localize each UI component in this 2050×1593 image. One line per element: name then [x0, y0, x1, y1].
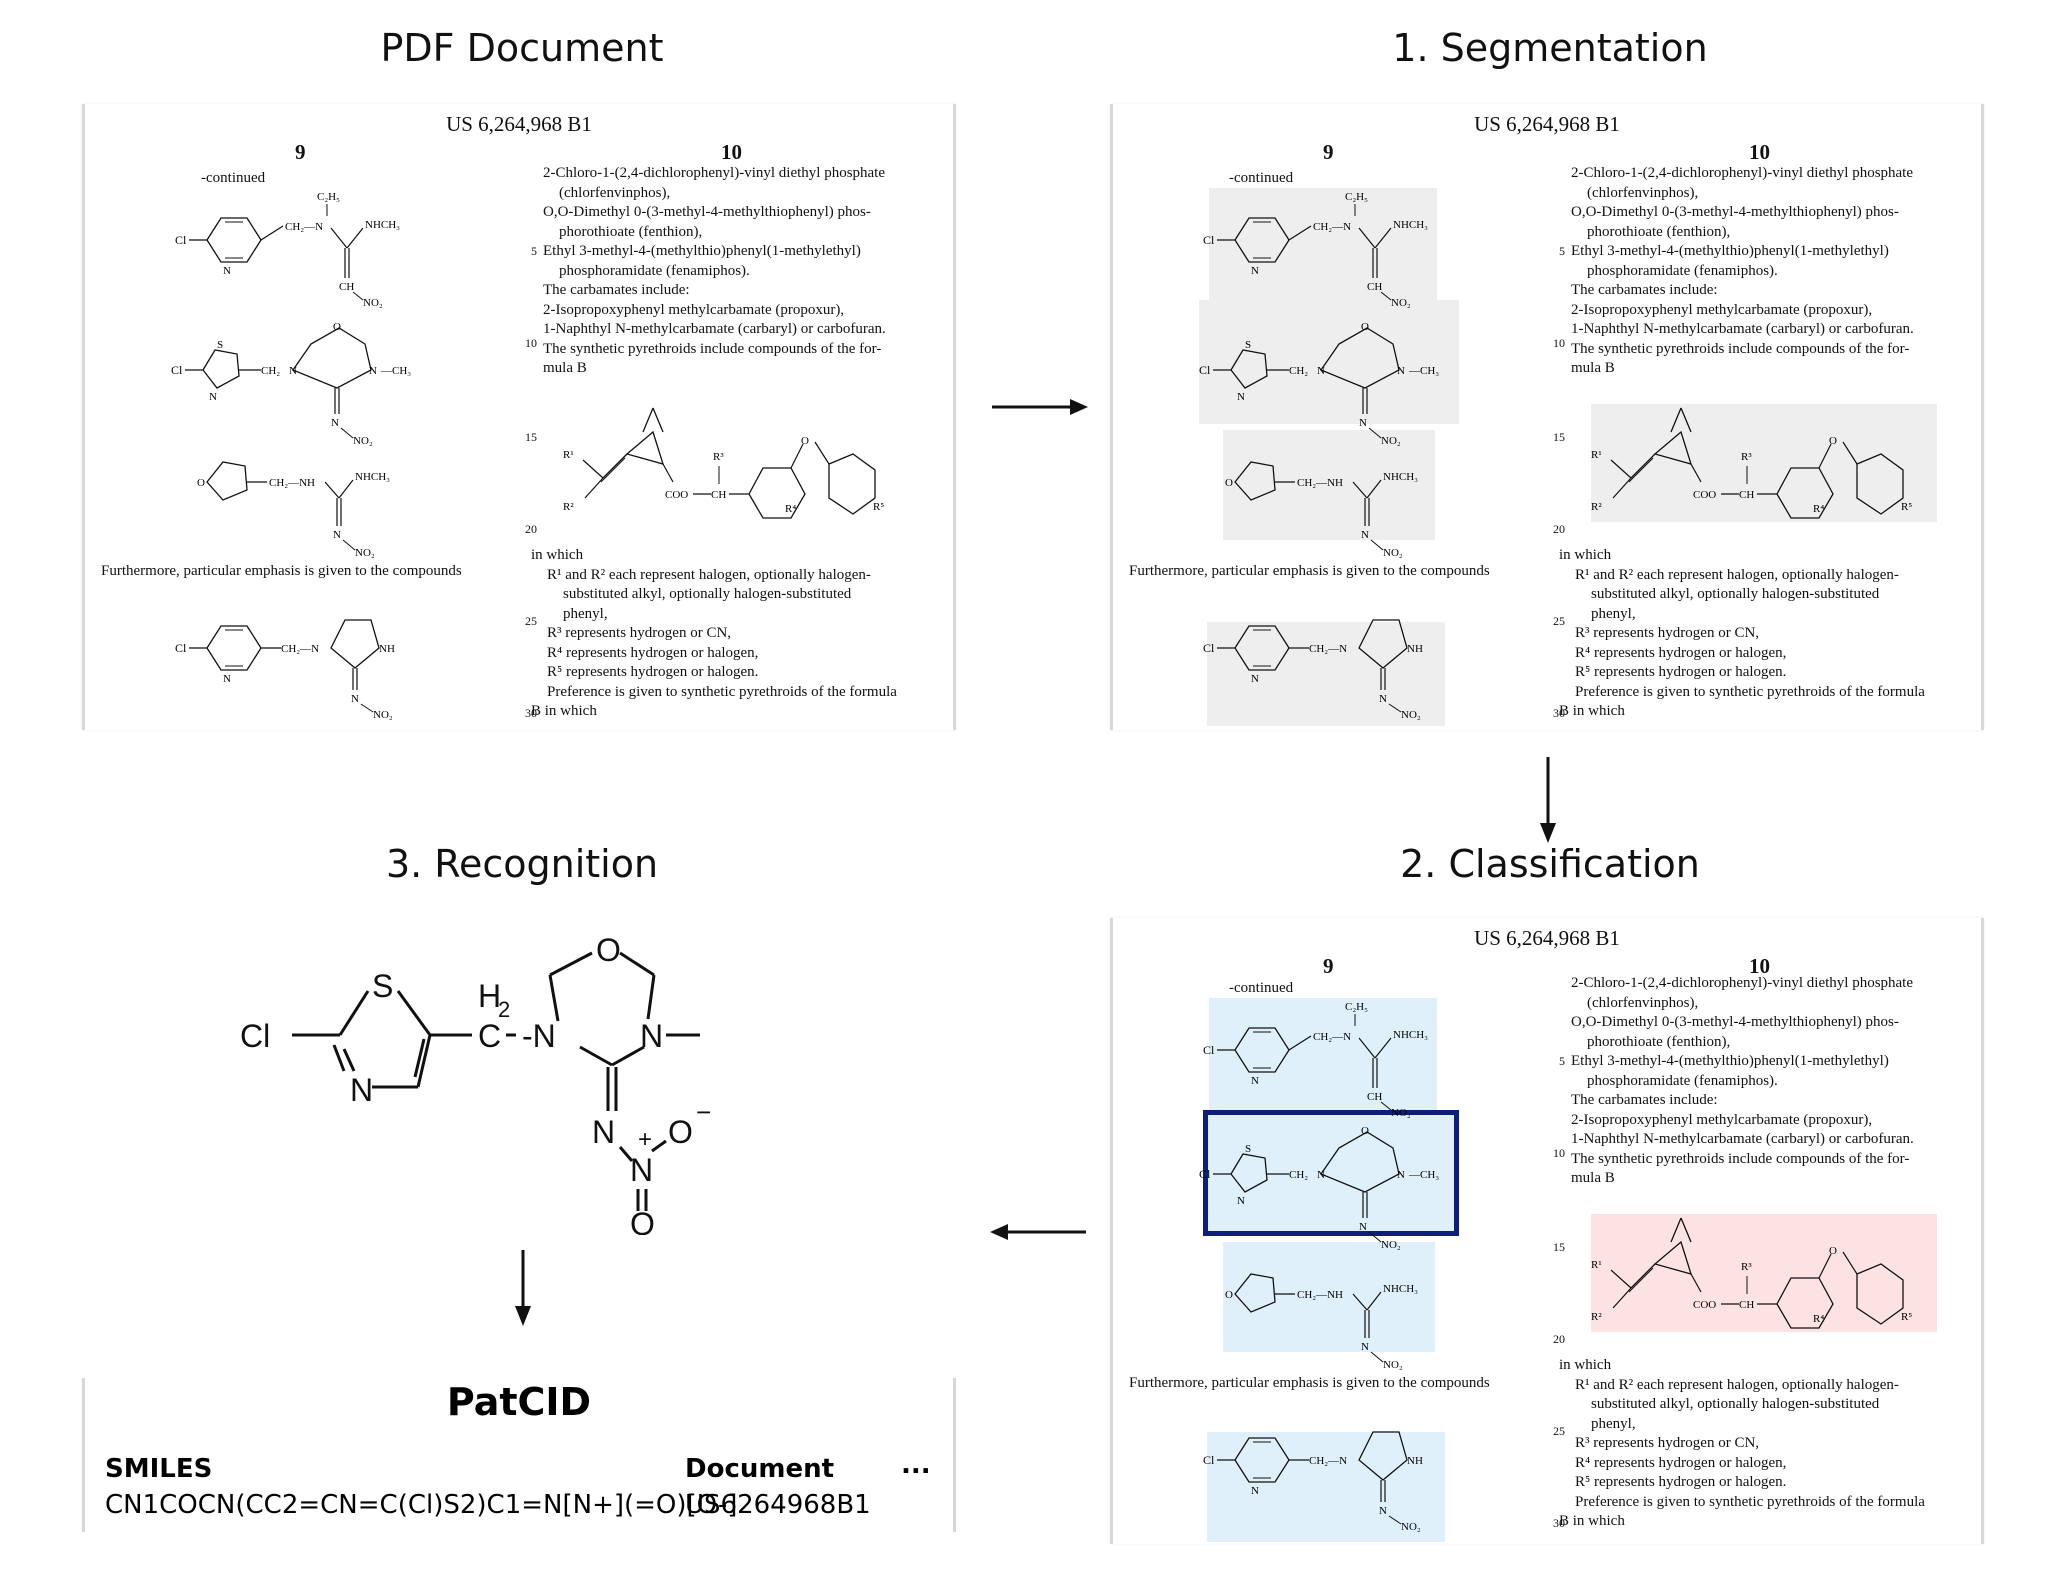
document-value: US6264968B1: [685, 1490, 871, 1520]
column-number-left: 9: [1323, 140, 1334, 164]
body-text-bottom: in which R¹ and R² each represent haloge…: [531, 547, 897, 719]
line-number: 5: [1559, 244, 1565, 258]
right-arrow-icon: [992, 399, 1088, 415]
atom-label: N: [640, 1018, 663, 1054]
furthermore-text: Furthermore, particular emphasis is give…: [1129, 1375, 1490, 1391]
line-number: 25: [1553, 1424, 1565, 1438]
markush-structure: [1590, 1217, 1913, 1329]
line-number: 15: [1553, 430, 1565, 444]
atom-label: N: [592, 1114, 615, 1150]
recognized-molecule: Cl S N H 2 C -N N O N N + O − O: [240, 932, 711, 1235]
segment-box: [1199, 300, 1459, 424]
column-number-right: 10: [1749, 954, 1770, 978]
molecule-structure: [1224, 461, 1419, 560]
molecule-structure: [1203, 1000, 1429, 1120]
line-number: 30: [525, 706, 537, 720]
body-text-top: 2-Chloro-1-(2,4-dichlorophenyl)-vinyl di…: [543, 165, 886, 376]
line-number: 25: [525, 614, 537, 628]
atom-label: O: [630, 1206, 655, 1235]
line-number: 5: [531, 244, 537, 258]
molecule-structure: [175, 190, 401, 310]
atom-label: C: [478, 1018, 501, 1054]
atom-label: N: [630, 1152, 653, 1188]
molecule-structure: [175, 619, 396, 722]
atom-label: H: [478, 978, 501, 1014]
molecule-structure: [196, 461, 391, 560]
molecule-structure: [1203, 190, 1429, 310]
segment-box: [1209, 188, 1437, 300]
body-text-top: 2-Chloro-1-(2,4-dichlorophenyl)-vinyl di…: [1571, 165, 1914, 376]
line-number: 10: [1553, 1146, 1565, 1160]
line-number: 20: [1553, 522, 1565, 536]
continued-label: -continued: [1229, 980, 1294, 996]
left-arrow-icon: [990, 1224, 1086, 1240]
molecule-structure: [1199, 1124, 1440, 1252]
page-header: US 6,264,968 B1: [446, 112, 592, 136]
down-arrow-icon: [1540, 757, 1556, 843]
page-header: US 6,264,968 B1: [1474, 926, 1620, 950]
continued-label: -continued: [1229, 170, 1294, 186]
markush-structure: [1590, 407, 1913, 519]
molecule-structure: [171, 320, 412, 448]
page-header: US 6,264,968 B1: [1474, 112, 1620, 136]
line-number: 30: [1553, 706, 1565, 720]
continued-label: -continued: [201, 170, 266, 186]
column-number-left: 9: [1323, 954, 1334, 978]
molecule-structure: [1203, 619, 1424, 722]
body-text-bottom: in which R¹ and R² each represent haloge…: [1559, 1357, 1925, 1529]
line-number: 15: [525, 430, 537, 444]
molecule-class-box: [1209, 998, 1437, 1110]
column-number-right: 10: [1749, 140, 1770, 164]
segmentation-page: US 6,264,968 B1 9 10 -continued Furtherm…: [1110, 104, 1984, 730]
molecule-structure: [1203, 1431, 1424, 1534]
pdf-document-title: PDF Document: [380, 26, 664, 70]
column-number-right: 10: [721, 140, 742, 164]
line-number: 15: [1553, 1240, 1565, 1254]
atom-label: O: [596, 932, 621, 968]
more-columns-ellipsis: ...: [901, 1450, 931, 1480]
atom-label: S: [372, 968, 393, 1004]
document-header: Document: [685, 1454, 835, 1484]
molecule-structure: [1199, 320, 1440, 448]
atom-label: -N: [522, 1018, 556, 1054]
down-arrow-icon: [515, 1250, 531, 1326]
segmentation-title: 1. Segmentation: [1392, 26, 1708, 70]
smiles-value: CN1COCN(CC2=CN=C(Cl)S2)C1=N[N+](=O)[O-]: [105, 1490, 738, 1520]
line-number: 5: [1559, 1054, 1565, 1068]
pdf-document-page: US 6,264,968 B1 9 10 -continued Furtherm…: [82, 104, 956, 730]
body-text-bottom: in which R¹ and R² each represent haloge…: [1559, 547, 1925, 719]
recognition-title: 3. Recognition: [385, 842, 659, 886]
line-number: 10: [525, 336, 537, 350]
line-number: 20: [525, 522, 537, 536]
atom-label: −: [696, 1097, 711, 1127]
atom-label: O: [668, 1114, 693, 1150]
atom-label: 2: [498, 997, 510, 1022]
line-number: 10: [1553, 336, 1565, 350]
atom-label: +: [638, 1126, 652, 1153]
column-number-left: 9: [295, 140, 306, 164]
atom-label: Cl: [240, 1018, 270, 1054]
furthermore-text: Furthermore, particular emphasis is give…: [101, 563, 462, 579]
classification-title: 2. Classification: [1400, 842, 1700, 886]
patcid-table: PatCID SMILES Document ... CN1COCN(CC2=C…: [82, 1378, 956, 1532]
smiles-header: SMILES: [105, 1454, 213, 1484]
markush-structure: [562, 407, 885, 519]
atom-label: N: [350, 1072, 373, 1108]
furthermore-text: Furthermore, particular emphasis is give…: [1129, 563, 1490, 579]
molecule-structure: [1224, 1273, 1419, 1372]
line-number: 20: [1553, 1332, 1565, 1346]
line-number: 25: [1553, 614, 1565, 628]
body-text-top: 2-Chloro-1-(2,4-dichlorophenyl)-vinyl di…: [1571, 975, 1914, 1186]
classification-page: US 6,264,968 B1 9 10 -continued Furtherm…: [1110, 918, 1984, 1544]
patcid-title: PatCID: [446, 1380, 592, 1424]
line-number: 30: [1553, 1516, 1565, 1530]
